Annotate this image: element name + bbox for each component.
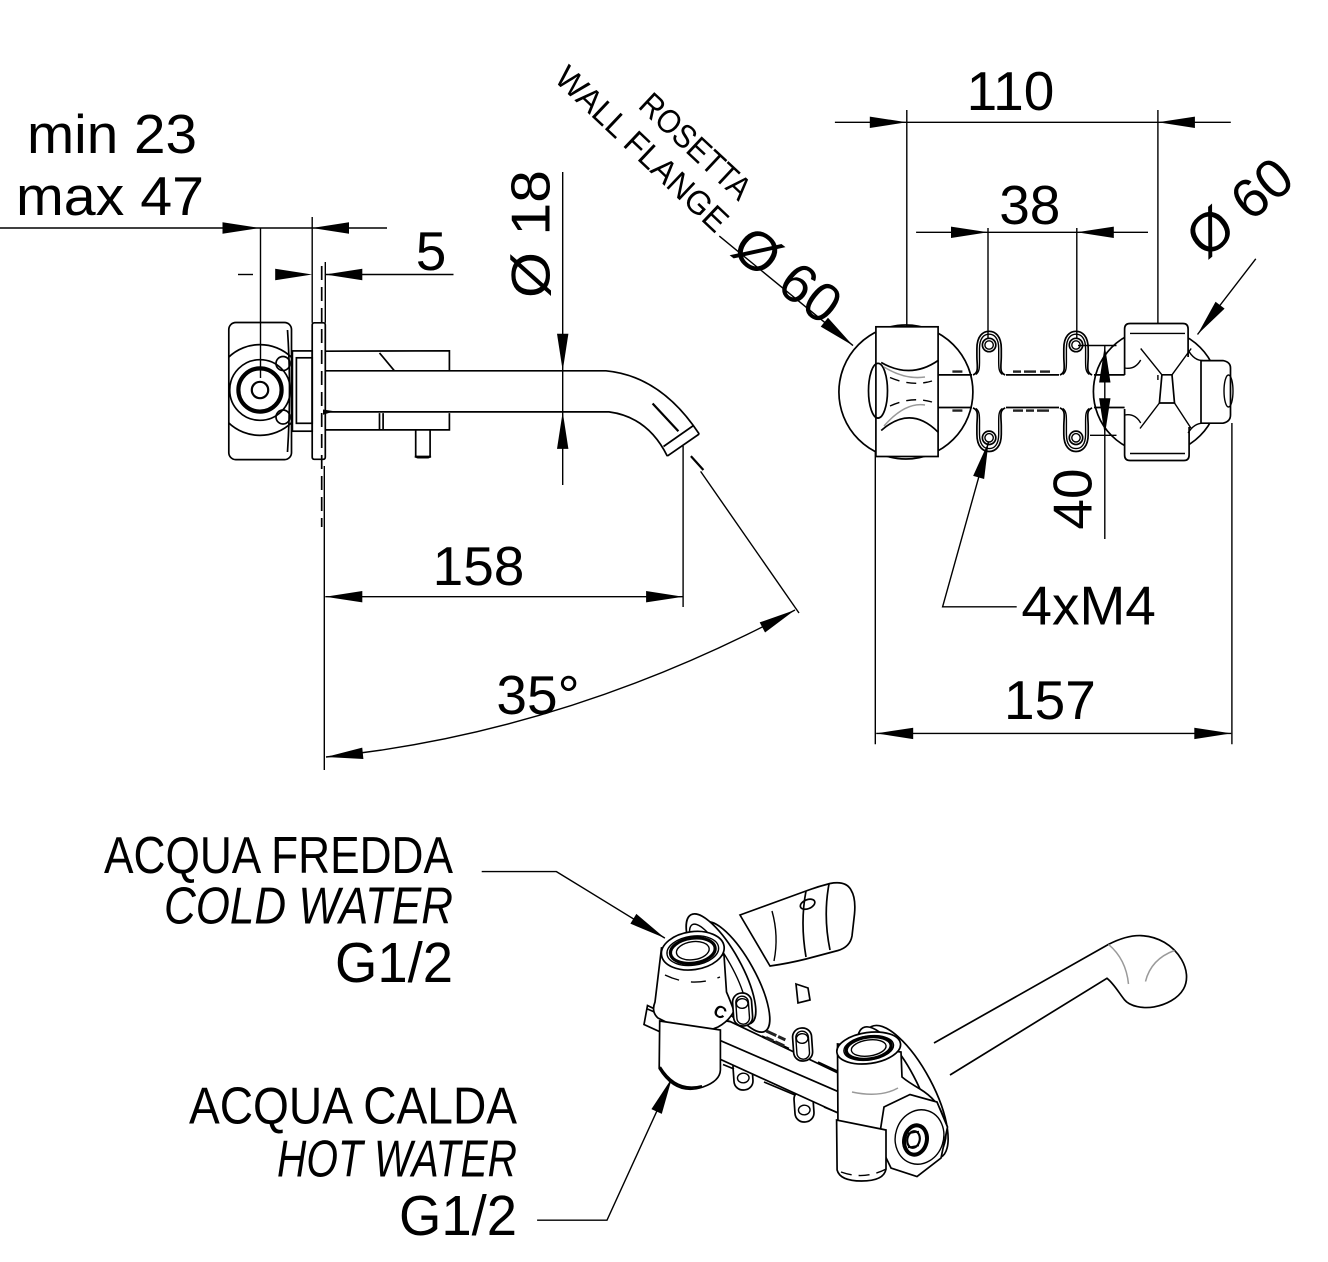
- svg-text:157: 157: [1004, 669, 1096, 731]
- svg-text:ACQUA CALDA: ACQUA CALDA: [189, 1078, 517, 1136]
- svg-text:110: 110: [967, 60, 1055, 122]
- svg-text:G1/2: G1/2: [335, 931, 453, 995]
- svg-text:40: 40: [1042, 468, 1104, 529]
- svg-text:ACQUA FREDDA: ACQUA FREDDA: [104, 827, 453, 885]
- svg-text:4xM4: 4xM4: [1021, 575, 1156, 637]
- svg-text:COLD WATER: COLD WATER: [164, 878, 453, 936]
- svg-text:38: 38: [999, 174, 1060, 236]
- svg-text:Ø 18: Ø 18: [500, 170, 562, 298]
- svg-text:HOT WATER: HOT WATER: [277, 1131, 517, 1189]
- svg-text:Ø 60: Ø 60: [722, 214, 854, 336]
- svg-text:G1/2: G1/2: [399, 1184, 517, 1248]
- svg-text:5: 5: [416, 220, 447, 282]
- svg-text:min 23: min 23: [27, 103, 197, 165]
- svg-text:max 47: max 47: [16, 165, 204, 227]
- svg-text:Ø 60: Ø 60: [1174, 145, 1305, 269]
- svg-text:158: 158: [433, 535, 525, 597]
- svg-text:35°: 35°: [496, 664, 579, 726]
